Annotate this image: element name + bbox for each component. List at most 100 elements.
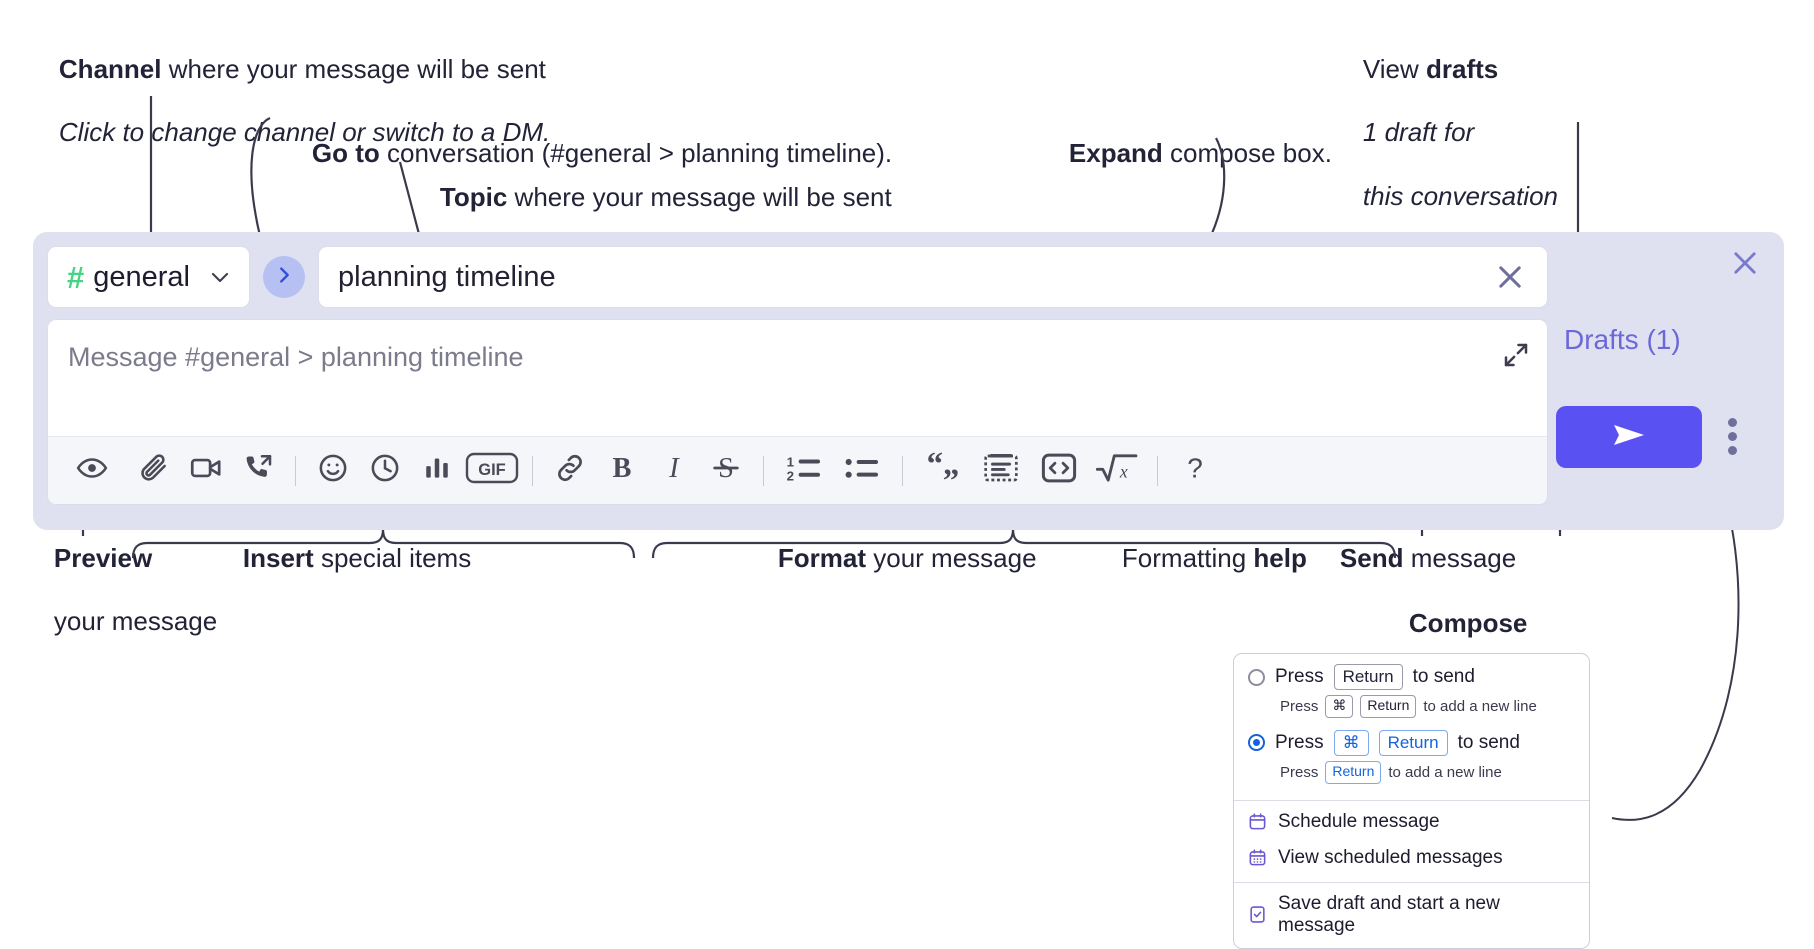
poll-button[interactable] — [411, 445, 463, 497]
annotation-send-rest: message — [1403, 542, 1517, 573]
send-button[interactable] — [1556, 406, 1702, 468]
send-option-cmd-return-main: Press ⌘ Return to send — [1248, 729, 1575, 756]
question-mark-icon: ? — [1179, 452, 1211, 489]
code-brackets-icon — [1040, 451, 1078, 490]
toolbar-divider — [1157, 455, 1158, 486]
emoji-button[interactable] — [307, 445, 359, 497]
compose-options-button[interactable] — [1728, 418, 1737, 455]
inline-code-button[interactable] — [1030, 445, 1088, 497]
bold-icon: B — [605, 451, 639, 490]
annotation-expand: Expand compose box. — [1040, 106, 1332, 201]
expand-compose-button[interactable] — [1501, 340, 1531, 375]
topic-input[interactable]: planning timeline — [318, 246, 1548, 308]
bold-button[interactable]: B — [596, 445, 648, 497]
opt1-sub-t2: to add a new line — [1388, 763, 1502, 781]
svg-text:x: x — [1119, 461, 1128, 481]
more-vertical-icon-dot — [1728, 418, 1737, 427]
phone-arrow-icon — [242, 452, 274, 489]
formatting-toolbar: GIF B — [48, 436, 1547, 504]
toolbar-divider — [902, 455, 903, 486]
drafts-link[interactable]: Drafts (1) — [1564, 324, 1681, 355]
svg-text:1: 1 — [787, 455, 795, 470]
blockquote-button[interactable]: “„ — [914, 445, 972, 497]
annotation-compose-options-bold1: Compose — [1408, 607, 1528, 638]
key-return: Return — [1333, 664, 1403, 691]
send-option-return-sub: Press ⌘ Return to add a new line — [1280, 695, 1575, 718]
key-command: ⌘ — [1333, 729, 1369, 756]
bar-chart-icon — [422, 453, 452, 488]
gif-button[interactable]: GIF — [463, 445, 521, 497]
strikethrough-button[interactable]: S — [700, 445, 752, 497]
clock-icon — [369, 452, 401, 489]
audio-clip-button[interactable] — [232, 445, 284, 497]
annotation-expand-rest: compose box. — [1162, 137, 1332, 168]
channel-select[interactable]: # general — [47, 246, 250, 308]
annotation-drafts: View drafts 1 draft for this conversatio… — [1334, 22, 1558, 244]
close-icon[interactable] — [1493, 260, 1533, 294]
calendar-icon — [1248, 812, 1267, 831]
preview-button[interactable] — [66, 445, 118, 497]
formatting-help-button[interactable]: ? — [1169, 445, 1221, 497]
annotation-preview-bold: Preview — [53, 542, 153, 573]
key-return: Return — [1325, 761, 1382, 784]
menu-item-schedule-message[interactable]: Schedule message — [1234, 801, 1589, 840]
topic-value: planning timeline — [338, 260, 556, 293]
menu-item-label: View scheduled messages — [1278, 846, 1503, 868]
compose-panel: # general planning timeline — [33, 232, 1784, 530]
italic-button[interactable]: I — [648, 445, 700, 497]
close-compose-button[interactable] — [1728, 246, 1762, 285]
toolbar-divider — [295, 455, 296, 486]
send-option-cmd-return[interactable]: Press ⌘ Return to send Press Return to a… — [1234, 728, 1589, 794]
annotation-send-bold: Send — [1339, 542, 1404, 573]
close-icon — [1728, 252, 1762, 284]
hash-icon: # — [67, 259, 84, 295]
toolbar-divider — [532, 455, 533, 486]
annotation-expand-bold: Expand — [1068, 137, 1163, 168]
opt0-main-t0: Press — [1275, 666, 1324, 688]
quote-icon: “„ — [922, 447, 964, 489]
svg-text:?: ? — [1187, 452, 1203, 483]
menu-item-label: Save draft and start a new message — [1278, 892, 1500, 936]
opt1-main-t3: to send — [1457, 731, 1520, 753]
ordered-list-button[interactable]: 1 2 — [775, 445, 833, 497]
math-button[interactable]: x — [1088, 445, 1146, 497]
toolbar-divider — [763, 455, 764, 486]
goto-conversation-button[interactable] — [263, 256, 305, 298]
opt0-main-t2: to send — [1412, 666, 1475, 688]
annotation-format-rest: your message — [866, 542, 1037, 573]
video-camera-icon — [189, 451, 223, 490]
menu-item-save-draft[interactable]: Save draft and start a new message — [1234, 883, 1589, 948]
send-option-cmd-return-sub: Press Return to add a new line — [1280, 761, 1575, 784]
attach-button[interactable] — [128, 445, 180, 497]
key-return: Return — [1378, 729, 1448, 756]
link-button[interactable] — [544, 445, 596, 497]
annotation-insert-rest: special items — [313, 542, 472, 573]
opt1-main-t0: Press — [1275, 731, 1324, 753]
radio-cmd-return[interactable] — [1248, 734, 1265, 752]
menu-item-view-scheduled[interactable]: View scheduled messages — [1234, 840, 1589, 876]
annotation-format-bold: Format — [777, 542, 867, 573]
message-input-box[interactable]: Message #general > planning timeline — [47, 319, 1548, 505]
compose-inner: # general planning timeline — [47, 246, 1548, 516]
annotation-topic-bold: Topic — [439, 181, 508, 212]
annotation-help-lead: Formatting — [1121, 542, 1254, 573]
video-clip-button[interactable] — [180, 445, 232, 497]
compose-options-menu: Press Return to send Press ⌘ Return to a… — [1233, 653, 1590, 949]
bulleted-list-button[interactable] — [833, 445, 891, 497]
radio-return[interactable] — [1248, 668, 1265, 686]
square-root-icon: x — [1094, 451, 1140, 490]
send-option-return-main: Press Return to send — [1248, 664, 1575, 691]
send-option-return[interactable]: Press Return to send Press ⌘ Return to a… — [1234, 654, 1589, 728]
reminder-button[interactable] — [359, 445, 411, 497]
more-vertical-icon-dot — [1728, 446, 1737, 455]
menu-divider — [1234, 799, 1589, 801]
key-return: Return — [1360, 695, 1417, 718]
annotation-channel-bold: Channel — [58, 53, 162, 84]
send-icon — [1606, 419, 1652, 456]
code-block-button[interactable] — [972, 445, 1030, 497]
annotation-preview-sub: your message — [53, 606, 218, 637]
chevron-right-icon — [273, 264, 295, 291]
annotation-preview: Preview your message — [25, 511, 217, 670]
annotation-drafts-bold: drafts — [1426, 53, 1499, 84]
code-block-icon — [982, 452, 1020, 489]
